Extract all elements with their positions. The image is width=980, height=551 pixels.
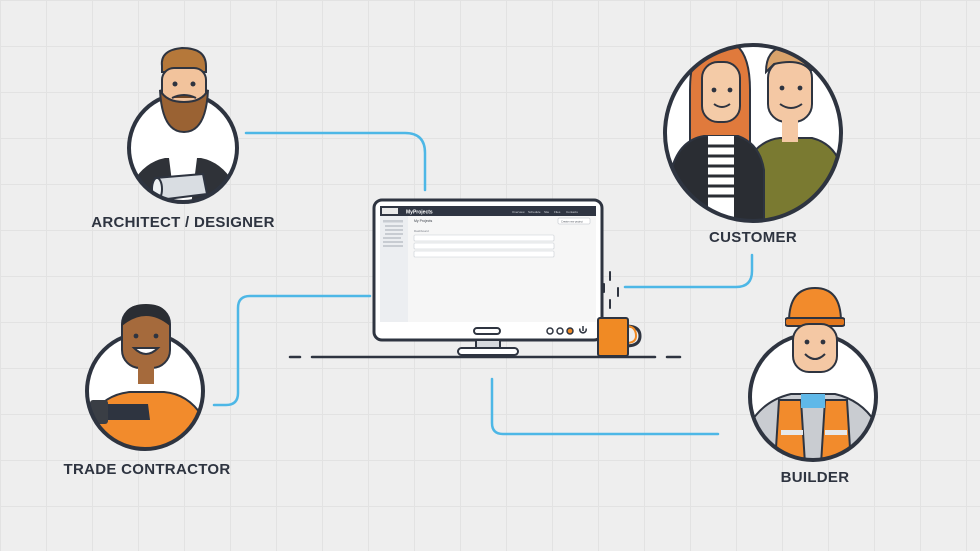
trade-label: TRADE CONTRACTOR: [63, 461, 231, 478]
list-item[interactable]: [413, 234, 555, 242]
customer-label: CUSTOMER: [709, 229, 797, 246]
trade-head: [121, 304, 171, 384]
nav-site[interactable]: Site: [544, 210, 550, 214]
architect-label: ARCHITECT / DESIGNER: [91, 214, 275, 231]
power-icon[interactable]: [579, 326, 587, 334]
builder-avatar: [748, 332, 878, 462]
create-project-label: Create new project: [561, 220, 583, 224]
nav-files[interactable]: Files: [554, 210, 561, 214]
builder-label: BUILDER: [780, 469, 850, 486]
connector-trade: [212, 294, 372, 407]
architect-head: [159, 46, 209, 134]
trade-avatar: [85, 331, 205, 451]
coffee-mug-icon: [597, 271, 642, 357]
list-item[interactable]: [413, 242, 555, 250]
customer-avatar: [663, 43, 843, 223]
connector-customer: [623, 253, 754, 289]
app-heading: My Projects: [414, 219, 433, 223]
builder-head: [785, 286, 845, 373]
nav-contacts[interactable]: Contacts: [566, 210, 578, 214]
section-label: Dashboard: [414, 229, 429, 233]
list-item[interactable]: [413, 250, 555, 258]
connector-architect: [244, 131, 427, 192]
create-project-button[interactable]: [557, 217, 591, 225]
architect-avatar: [127, 92, 239, 204]
monitor: MyProjects Overview Schedule Site Files …: [372, 198, 604, 356]
app-title: MyProjects: [406, 210, 433, 216]
connector-builder: [490, 377, 720, 436]
nav-schedule[interactable]: Schedule: [528, 210, 541, 214]
nav-overview[interactable]: Overview: [512, 210, 525, 214]
